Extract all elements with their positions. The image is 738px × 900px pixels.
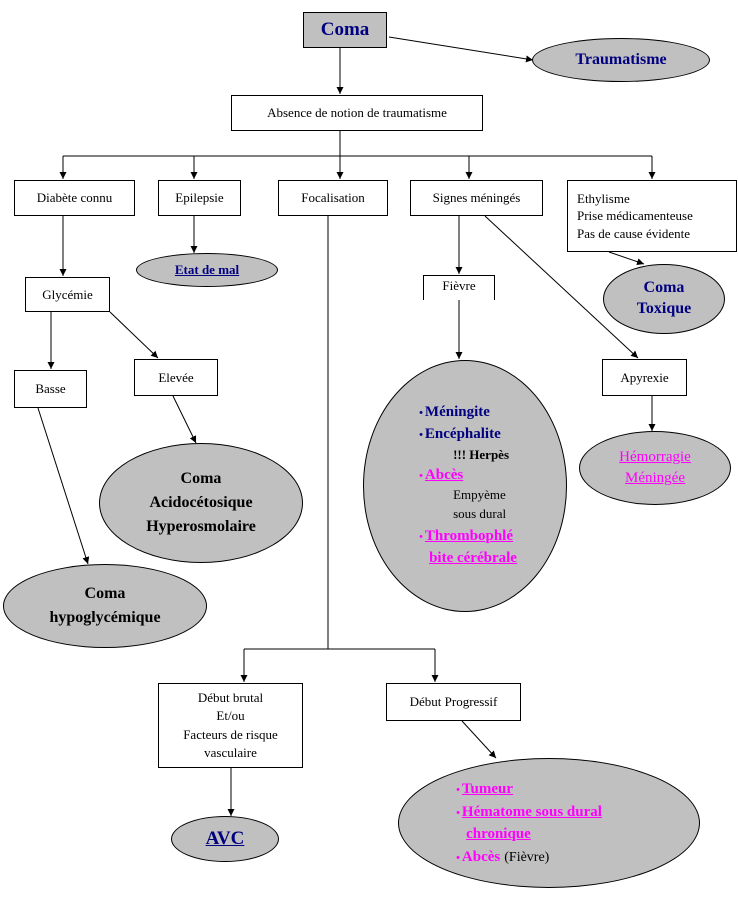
node-apyrexie-label: Apyrexie xyxy=(620,369,669,385)
bullet-icon: • xyxy=(456,806,460,819)
node-glycemie: Glycémie xyxy=(25,277,110,312)
item-empyeme-line2: sous dural xyxy=(453,506,507,522)
bullet-icon: • xyxy=(419,469,423,482)
node-avc: AVC xyxy=(171,816,279,862)
item-hematome-line1: Hématome sous dural xyxy=(461,803,602,820)
node-hemorragie: Hémorragie Méningée xyxy=(579,431,731,505)
node-coma-toxique: Coma Toxique xyxy=(603,264,725,334)
node-basse: Basse xyxy=(14,370,87,408)
arrow-ethylisme-toxique xyxy=(608,251,645,266)
bullet-icon: • xyxy=(456,784,460,796)
node-epilepsie-label: Epilepsie xyxy=(175,190,224,206)
node-diabete: Diabète connu xyxy=(14,180,135,216)
node-hemorragie-line1: Hémorragie xyxy=(619,449,691,465)
item-encephalite: • Encéphalite xyxy=(419,424,501,446)
item-encephalite-label: Encéphalite xyxy=(424,426,501,443)
node-absence: Absence de notion de traumatisme xyxy=(231,95,483,131)
node-hypo-line1: Coma xyxy=(84,585,126,602)
node-debut-progressif: Début Progressif xyxy=(386,683,521,721)
node-toxique-line1: Coma xyxy=(643,279,685,297)
item-abces-fievre: • Abcès (Fièvre) xyxy=(456,846,549,869)
bullet-icon: • xyxy=(456,851,460,864)
arrow-basse-hypo xyxy=(37,407,90,565)
node-etat-de-mal: Etat de mal xyxy=(136,253,278,287)
arrow-glycemie-elevee xyxy=(109,311,159,359)
node-ethylisme-line1: Ethylisme xyxy=(577,190,630,206)
item-thrombo-line2: bite cérébrale xyxy=(429,549,517,566)
bullet-icon: • xyxy=(419,531,423,544)
node-hemorragie-line2: Méningée xyxy=(625,470,685,486)
item-meningite-label: Méningite xyxy=(424,404,490,421)
node-traumatisme-label: Traumatisme xyxy=(575,51,667,68)
node-acido-line2: Acidocétosique xyxy=(149,494,253,511)
item-thrombophlebite: • Thrombophlé xyxy=(419,526,513,548)
arrow-coma-traumatisme xyxy=(388,36,534,63)
item-tumeur-label: Tumeur xyxy=(461,781,514,797)
node-avc-label: AVC xyxy=(205,828,245,849)
node-progressif-label: Début Progressif xyxy=(409,694,498,710)
arrow-progressif-tumeur xyxy=(461,720,497,759)
node-brutal-line2: Et/ou xyxy=(216,708,245,724)
node-epilepsie: Epilepsie xyxy=(158,180,241,216)
item-fievre2-label: (Fièvre) xyxy=(504,849,550,865)
item-abces: • Abcès xyxy=(419,465,463,487)
arrow-elevee-acido xyxy=(172,395,197,444)
node-ethylisme-line2: Prise médicamenteuse xyxy=(577,208,693,224)
item-herpes: !!! Herpès xyxy=(453,446,510,462)
node-ethylisme-line3: Pas de cause évidente xyxy=(577,225,690,241)
node-acido-line3: Hyperosmolaire xyxy=(146,518,256,535)
node-diabete-label: Diabète connu xyxy=(36,190,113,206)
arrow-signes-apyrexie xyxy=(484,215,639,359)
node-coma-acidocetosique: Coma Acidocétosique Hyperosmolaire xyxy=(99,443,303,563)
item-empyeme-line1: Empyème xyxy=(453,487,506,503)
node-focalisation: Focalisation xyxy=(278,180,388,216)
item-thrombo-line1: Thrombophlé xyxy=(424,528,514,545)
node-coma: Coma xyxy=(303,12,387,48)
item-abces2-label: Abcès xyxy=(461,848,501,865)
node-fievre-label: Fièvre xyxy=(442,278,476,293)
node-focalisation-label: Focalisation xyxy=(301,190,365,206)
node-acido-line1: Coma xyxy=(180,470,222,487)
node-brutal-line3: Facteurs de risque xyxy=(183,726,278,742)
node-absence-label: Absence de notion de traumatisme xyxy=(267,105,447,121)
node-toxique-line2: Toxique xyxy=(636,300,692,317)
node-signes-meninges: Signes méningés xyxy=(410,180,543,216)
item-hematome: • Hématome sous dural xyxy=(456,801,602,824)
node-traumatisme: Traumatisme xyxy=(532,38,710,82)
node-fievre: Fièvre xyxy=(423,275,495,300)
node-tumeur-group: • Tumeur • Hématome sous dural chronique… xyxy=(398,758,700,888)
item-meningite: • Méningite xyxy=(419,402,490,424)
node-etat-label: Etat de mal xyxy=(174,262,240,277)
node-ethylisme: Ethylisme Prise médicamenteuse Pas de ca… xyxy=(567,180,737,252)
node-brutal-line4: vasculaire xyxy=(204,744,257,760)
node-brutal-line1: Début brutal xyxy=(197,690,264,706)
node-glycemie-label: Glycémie xyxy=(42,286,93,302)
node-apyrexie: Apyrexie xyxy=(602,359,687,396)
node-meningite-group: • Méningite • Encéphalite !!! Herpès • A… xyxy=(363,360,567,612)
node-elevee: Elevée xyxy=(134,359,218,396)
node-elevee-label: Elevée xyxy=(158,369,194,385)
node-coma-label: Coma xyxy=(320,19,370,41)
item-abces-label: Abcès xyxy=(424,466,464,483)
bullet-icon: • xyxy=(419,429,423,442)
node-hypo-line2: hypoglycémique xyxy=(49,609,161,626)
bullet-icon: • xyxy=(419,407,423,420)
node-basse-label: Basse xyxy=(35,381,66,397)
node-signes-label: Signes méningés xyxy=(432,190,521,206)
item-hematome-line2: chronique xyxy=(466,826,531,842)
item-tumeur: • Tumeur xyxy=(456,778,513,801)
node-coma-hypoglycemique: Coma hypoglycémique xyxy=(3,564,207,648)
node-debut-brutal: Début brutal Et/ou Facteurs de risque va… xyxy=(158,683,303,768)
